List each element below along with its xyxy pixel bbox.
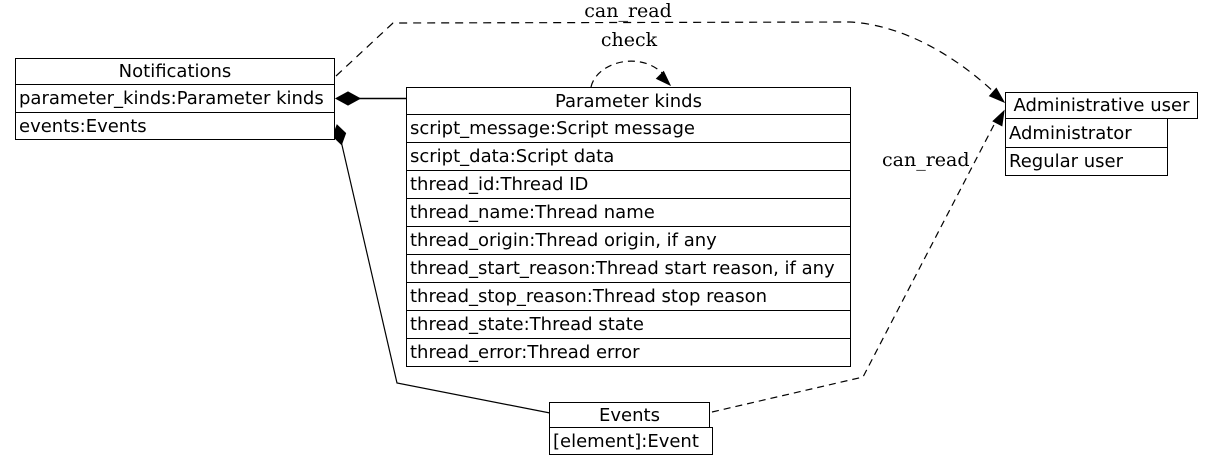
node-parameter-kinds-row: thread_origin:Thread origin, if any	[407, 227, 850, 255]
node-notifications-row-parameter-kinds: parameter_kinds:Parameter kinds	[16, 85, 334, 113]
node-administrative-user-title-box: Administrative user	[1005, 92, 1198, 119]
node-administrative-user-row: Administrator	[1006, 119, 1167, 147]
node-administrative-user-row: Regular user	[1006, 148, 1167, 175]
node-parameter-kinds-row: thread_state:Thread state	[407, 311, 850, 339]
node-parameter-kinds-row: script_data:Script data	[407, 143, 850, 171]
node-parameter-kinds-row: script_message:Script message	[407, 115, 850, 143]
node-parameter-kinds-row: thread_id:Thread ID	[407, 171, 850, 199]
edge-can-read-right	[711, 118, 998, 413]
edge-label-check: check	[600, 29, 658, 51]
node-notifications-row-events: events:Events	[16, 113, 334, 139]
node-administrative-user-row-administrator: Administrator	[1005, 118, 1168, 148]
arrowhead-icon	[992, 109, 1005, 127]
node-events-title: Events	[550, 403, 709, 427]
node-events-title-box: Events	[549, 402, 710, 428]
node-parameter-kinds-title: Parameter kinds	[407, 88, 850, 115]
edge-label-can-read-top: can_read	[584, 0, 672, 22]
node-parameter-kinds: Parameter kinds script_message:Script me…	[406, 87, 851, 367]
edge-events	[340, 142, 551, 414]
node-administrative-user-row-regular-user: Regular user	[1005, 147, 1168, 176]
node-parameter-kinds-row: thread_start_reason:Thread start reason,…	[407, 255, 850, 283]
node-parameter-kinds-row: thread_stop_reason:Thread stop reason	[407, 283, 850, 311]
composition-diamond-icon	[334, 91, 362, 106]
node-notifications: Notifications parameter_kinds:Parameter …	[15, 58, 335, 140]
arrowhead-icon	[655, 70, 672, 87]
arrowhead-icon	[988, 87, 1006, 104]
edge-check-self-loop	[590, 60, 666, 88]
node-parameter-kinds-row: thread_name:Thread name	[407, 199, 850, 227]
node-events-row-element: [element]:Event	[549, 427, 713, 455]
node-events-row: [element]:Event	[550, 428, 712, 454]
node-parameter-kinds-row: thread_error:Thread error	[407, 339, 850, 366]
node-administrative-user-title: Administrative user	[1006, 93, 1197, 118]
edge-label-can-read-right: can_read	[882, 149, 970, 171]
edge-can-read-top	[335, 21, 997, 95]
node-notifications-title: Notifications	[16, 59, 334, 85]
